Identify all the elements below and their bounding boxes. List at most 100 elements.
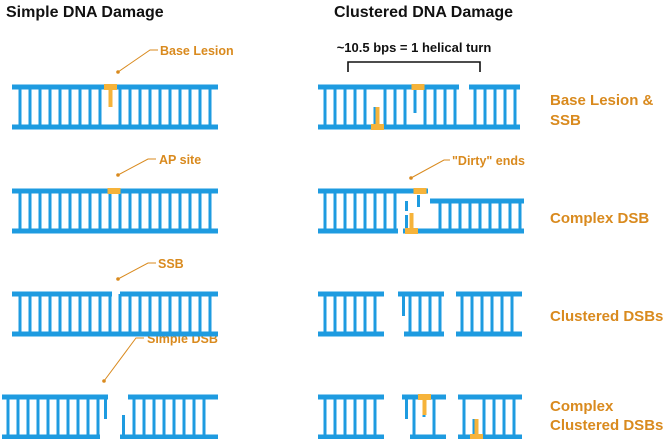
dna-base-pair (433, 87, 437, 127)
dna-base-pair (108, 191, 112, 231)
dna-base-pair (500, 294, 504, 334)
svg-text:"Dirty" ends: "Dirty" ends (452, 154, 525, 168)
lesion-mark (375, 107, 380, 127)
dna-base-pair (323, 87, 327, 127)
dna-base-pair (343, 191, 347, 231)
svg-text:AP site: AP site (159, 153, 201, 167)
dna-backbone (318, 331, 384, 337)
break-gap (399, 228, 403, 234)
row-label-base-lesion-ssb: Base Lesion & SSB (550, 92, 658, 129)
dna-base-pair (333, 294, 337, 334)
dna-base-pair (363, 87, 367, 127)
dna-backbone (410, 434, 446, 439)
dna-base-pair (353, 397, 357, 437)
dna-base-pair (66, 397, 70, 437)
dna-base-pair (68, 87, 72, 127)
heading-clustered-dna-damage: Clustered DNA Damage (334, 4, 513, 21)
dna-base-pair (493, 87, 497, 127)
dna-base-pair (490, 294, 494, 334)
dna-base-pair (148, 87, 152, 127)
dna-base-pair (16, 397, 20, 437)
dna-base-pair (402, 294, 405, 316)
dna-backbone (318, 434, 384, 439)
dna-base-pair (28, 87, 32, 127)
dna-base-pair (470, 294, 474, 334)
dna-base-pair (118, 87, 122, 127)
dna-backbone (458, 434, 522, 439)
dna-base-pair (58, 294, 62, 334)
dna-base-pair (482, 397, 486, 437)
dna-base-pair (363, 397, 367, 437)
dna-base-pair (28, 191, 32, 231)
dna-base-pair (208, 87, 212, 127)
dna-base-pair (188, 87, 192, 127)
dna-base-pair (58, 191, 62, 231)
dna-base-pair (6, 397, 10, 437)
dna-base-pair (108, 294, 112, 334)
dna-base-pair (96, 397, 100, 437)
dna-base-pair (68, 294, 72, 334)
dna-base-pair (98, 87, 102, 127)
lesion-mark (107, 188, 121, 194)
dna-backbone (318, 188, 428, 194)
dna-base-pair (152, 397, 156, 437)
dna-backbone (456, 291, 522, 297)
dna-base-pair (168, 294, 172, 334)
dna-base-pair (142, 397, 146, 437)
dna-backbone (402, 228, 524, 234)
dna-base-pair (138, 191, 142, 231)
dna-base-pair (323, 294, 327, 334)
dna-base-pair (405, 215, 408, 231)
dna-backbone (458, 394, 522, 400)
dna-base-pair (128, 87, 132, 127)
callout-dirty-ends: "Dirty" ends (409, 154, 525, 180)
dna-base-pair (128, 191, 132, 231)
dna-base-pair (38, 191, 42, 231)
dna-base-pair (98, 191, 102, 231)
dna-backbone (12, 291, 112, 297)
dna-base-pair (462, 397, 466, 437)
dna-base-pair (323, 397, 327, 437)
dna-base-pair (468, 201, 472, 231)
dna-base-pair (432, 397, 436, 437)
row-label-complex-dsb: Complex DSB (550, 210, 649, 227)
dna-base-pair (118, 191, 122, 231)
dna-backbone (318, 291, 384, 297)
dna-backbone (120, 434, 218, 439)
dna-base-pair (438, 201, 442, 231)
svg-text:SSB: SSB (158, 257, 184, 271)
dna-base-pair (86, 397, 90, 437)
dna-base-pair (48, 191, 52, 231)
helical-turn-bracket: ~10.5 bps = 1 helical turn (337, 40, 491, 72)
dna-base-pair (492, 397, 496, 437)
dna-base-pair (373, 191, 377, 231)
dna-base-pair (38, 87, 42, 127)
dna-base-pair (333, 87, 337, 127)
dna-base-pair (46, 397, 50, 437)
dna-base-pair (58, 87, 62, 127)
heading-simple-dna-damage: Simple DNA Damage (6, 4, 164, 21)
dna-base-pair (138, 87, 142, 127)
dna-base-pair (480, 294, 484, 334)
dna-base-pair (458, 201, 462, 231)
dna-base-pair (36, 397, 40, 437)
dna-base-pair (158, 191, 162, 231)
callout-simple-dsb: Simple DSB (102, 332, 218, 383)
dna-base-pair (438, 294, 442, 334)
dna-base-pair (418, 294, 422, 334)
dna-base-pair (118, 294, 122, 334)
row-label-clustered-dsbs: Clustered DSBs (550, 308, 663, 325)
dna-base-pair (498, 201, 502, 231)
dna-base-pair (412, 397, 416, 437)
lesion-mark (413, 188, 427, 194)
dna-base-pair (128, 294, 132, 334)
dna-base-pair (208, 294, 212, 334)
dna-base-pair (18, 87, 22, 127)
dna-backbone (2, 394, 108, 400)
svg-text:Base Lesion: Base Lesion (160, 44, 234, 58)
dna-backbone (12, 331, 218, 337)
dna-base-pair (132, 397, 136, 437)
dna-base-pair (363, 191, 367, 231)
dna-base-pair (98, 294, 102, 334)
dna-base-pair (453, 87, 457, 127)
